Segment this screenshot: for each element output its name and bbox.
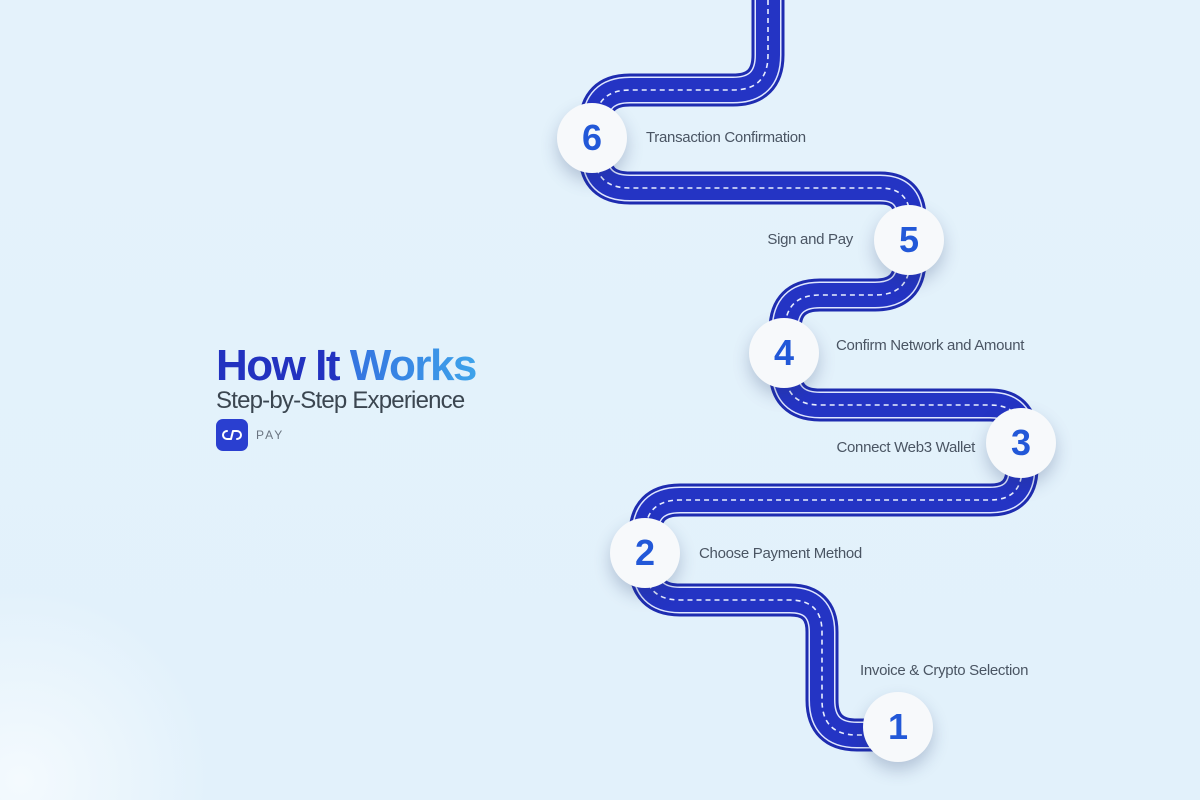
logo-text: PAY	[256, 428, 285, 442]
page-title: How It Works	[216, 341, 478, 390]
step-4-label: Confirm Network and Amount	[836, 337, 1025, 354]
brand-logo: PAY	[216, 419, 284, 451]
step-2-label: Choose Payment Method	[699, 545, 862, 562]
subtitle: Step-by-Step Experience	[216, 387, 465, 414]
step-6-marker: 6	[557, 103, 627, 173]
step-6-label: Transaction Confirmation	[646, 129, 806, 146]
step-1-label: Invoice & Crypto Selection	[860, 662, 1029, 679]
infinity-loop-icon	[216, 419, 248, 451]
step-4-marker: 4	[749, 318, 819, 388]
step-3-label: Connect Web3 Wallet	[836, 439, 975, 456]
step-2-marker: 2	[610, 518, 680, 588]
step-5-label: Sign and Pay	[767, 231, 853, 248]
step-3-marker: 3	[986, 408, 1056, 478]
step-5-marker: 5	[874, 205, 944, 275]
title-part1: How It	[216, 341, 340, 390]
title-part2: Works	[349, 341, 478, 390]
step-1-marker: 1	[863, 692, 933, 762]
